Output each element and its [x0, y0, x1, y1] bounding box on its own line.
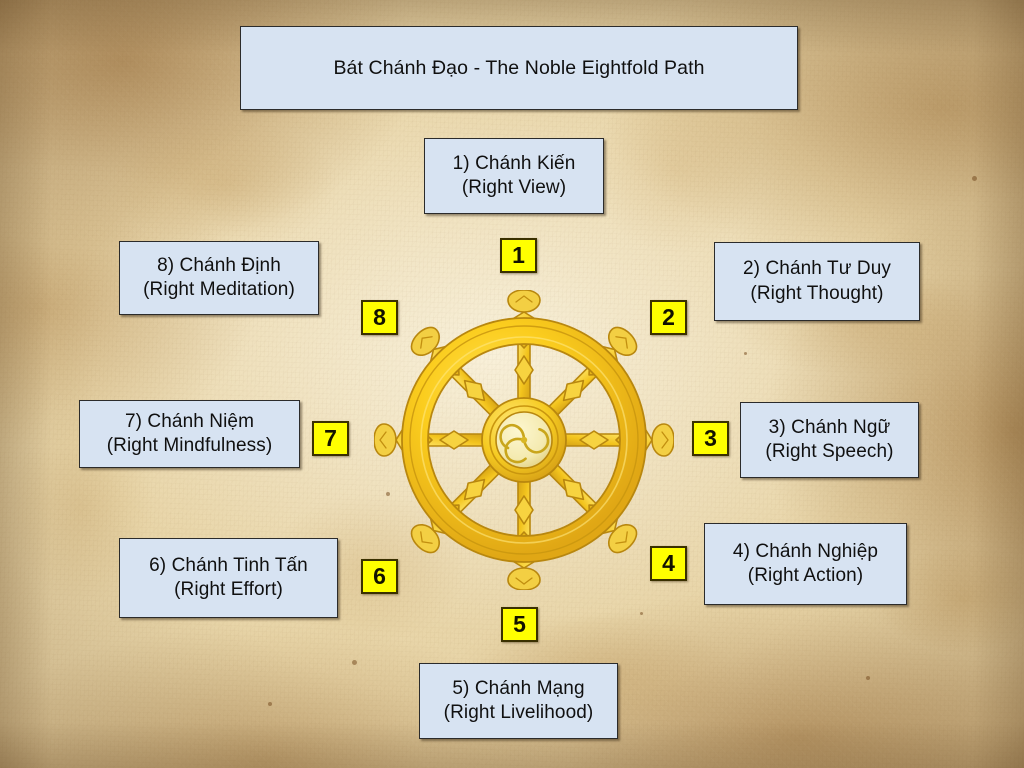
wheel-rim: [401, 317, 647, 563]
number-badge-5[interactable]: 5: [501, 607, 538, 642]
number-badge-8[interactable]: 8: [361, 300, 398, 335]
path-label-en: (Right Thought): [750, 282, 884, 304]
path-label-2-right-thought[interactable]: 2) Chánh Tư Duy (Right Thought): [714, 242, 920, 321]
path-label-5-right-livelihood[interactable]: 5) Chánh Mạng (Right Livelihood): [419, 663, 618, 739]
number-badge-6[interactable]: 6: [361, 559, 398, 594]
path-label-8-right-meditation[interactable]: 8) Chánh Định (Right Meditation): [119, 241, 319, 315]
parchment-speck: [744, 352, 747, 355]
path-label-vi: 2) Chánh Tư Duy: [743, 258, 891, 280]
wheel-triskelion-icon: [499, 423, 550, 464]
path-label-en: (Right Action): [747, 565, 864, 586]
path-label-vi: 6) Chánh Tinh Tấn: [149, 554, 308, 576]
path-label-3-right-speech[interactable]: 3) Chánh Ngữ (Right Speech): [740, 402, 919, 478]
path-label-1-right-view[interactable]: 1) Chánh Kiến (Right View): [424, 138, 604, 214]
path-label-vi: 5) Chánh Mạng: [452, 677, 585, 699]
parchment-speck: [866, 676, 870, 680]
path-label-vi: 1) Chánh Kiến: [452, 152, 576, 174]
page-title: Bát Chánh Đạo - The Noble Eightfold Path: [240, 26, 798, 110]
path-label-en: (Right Speech): [765, 441, 894, 462]
path-label-en: (Right View): [461, 177, 567, 198]
path-label-vi: 8) Chánh Định: [157, 254, 281, 276]
number-badge-1[interactable]: 1: [500, 238, 537, 273]
parchment-speck: [386, 492, 390, 496]
page-title-text: Bát Chánh Đạo - The Noble Eightfold Path: [333, 56, 705, 79]
path-label-7-right-mindfulness[interactable]: 7) Chánh Niệm (Right Mindfulness): [79, 400, 300, 468]
parchment-speck: [972, 176, 977, 181]
parchment-speck: [352, 660, 357, 665]
path-label-vi: 4) Chánh Nghiệp: [732, 540, 879, 562]
number-badge-3[interactable]: 3: [692, 421, 729, 456]
number-badge-2[interactable]: 2: [650, 300, 687, 335]
dharma-wheel-icon: [374, 290, 674, 590]
path-label-en: (Right Livelihood): [443, 702, 594, 723]
path-label-vi: 3) Chánh Ngữ: [768, 416, 891, 438]
path-label-vi: 7) Chánh Niệm: [124, 410, 255, 432]
path-label-en: (Right Mindfulness): [106, 435, 273, 456]
number-badge-4[interactable]: 4: [650, 546, 687, 581]
path-label-6-right-effort[interactable]: 6) Chánh Tinh Tấn (Right Effort): [119, 538, 338, 618]
number-badge-7[interactable]: 7: [312, 421, 349, 456]
path-label-en: (Right Meditation): [143, 279, 295, 300]
path-label-4-right-action[interactable]: 4) Chánh Nghiệp (Right Action): [704, 523, 907, 605]
parchment-speck: [268, 702, 272, 706]
path-label-en: (Right Effort): [174, 579, 283, 600]
parchment-speck: [640, 612, 643, 615]
